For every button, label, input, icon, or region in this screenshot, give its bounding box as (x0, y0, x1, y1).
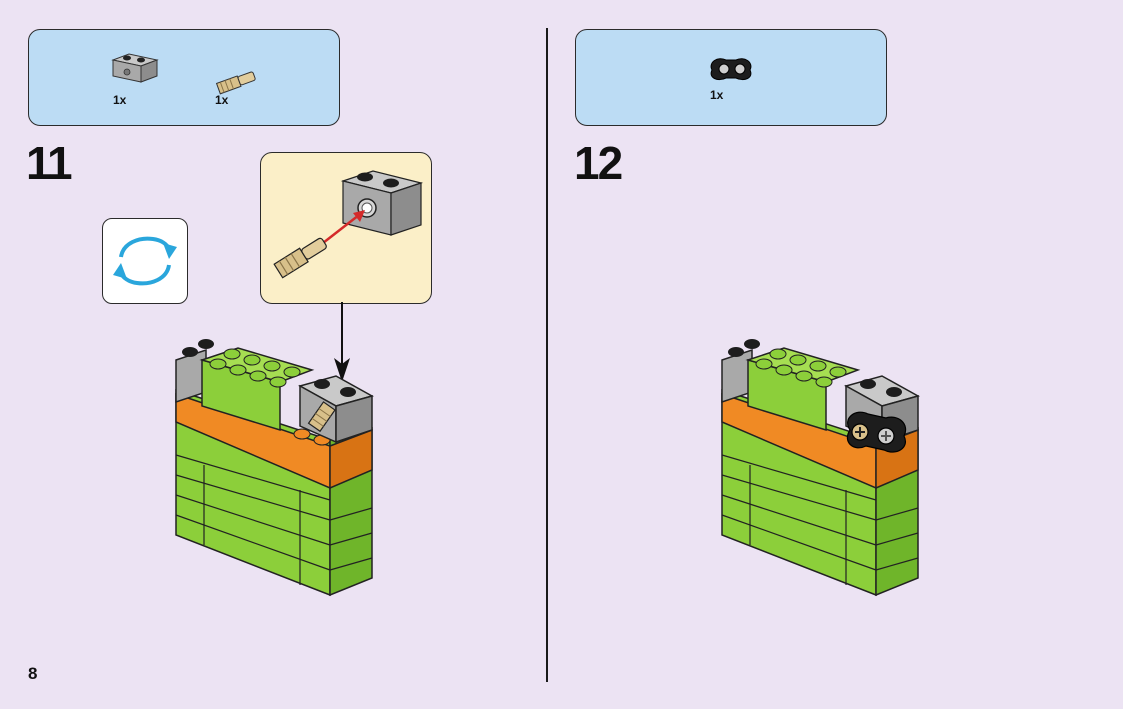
insertion-down-arrow (334, 302, 350, 382)
step-divider (546, 28, 548, 682)
black-double-pin-connector-icon (710, 58, 752, 81)
tan-axle-pin-icon (215, 71, 256, 95)
step-number: 11 (26, 137, 73, 189)
part-quantity: 1x (710, 88, 724, 102)
step-12-model (721, 339, 920, 597)
part-quantity: 1x (113, 93, 127, 107)
sub-assembly-callout (260, 152, 432, 304)
part-quantity: 1x (215, 93, 229, 107)
step-11-parts-box: 1x 1x (28, 29, 340, 126)
rotate-model-indicator (102, 218, 188, 304)
rotate-arrows-icon (113, 236, 177, 286)
pin-insertion-illustration (273, 170, 424, 279)
gray-technic-brick-icon (111, 53, 159, 83)
page-number: 8 (28, 664, 38, 683)
step-12-parts-box: 1x (575, 29, 887, 126)
step-number: 12 (574, 137, 623, 189)
step-11-model (175, 339, 374, 597)
